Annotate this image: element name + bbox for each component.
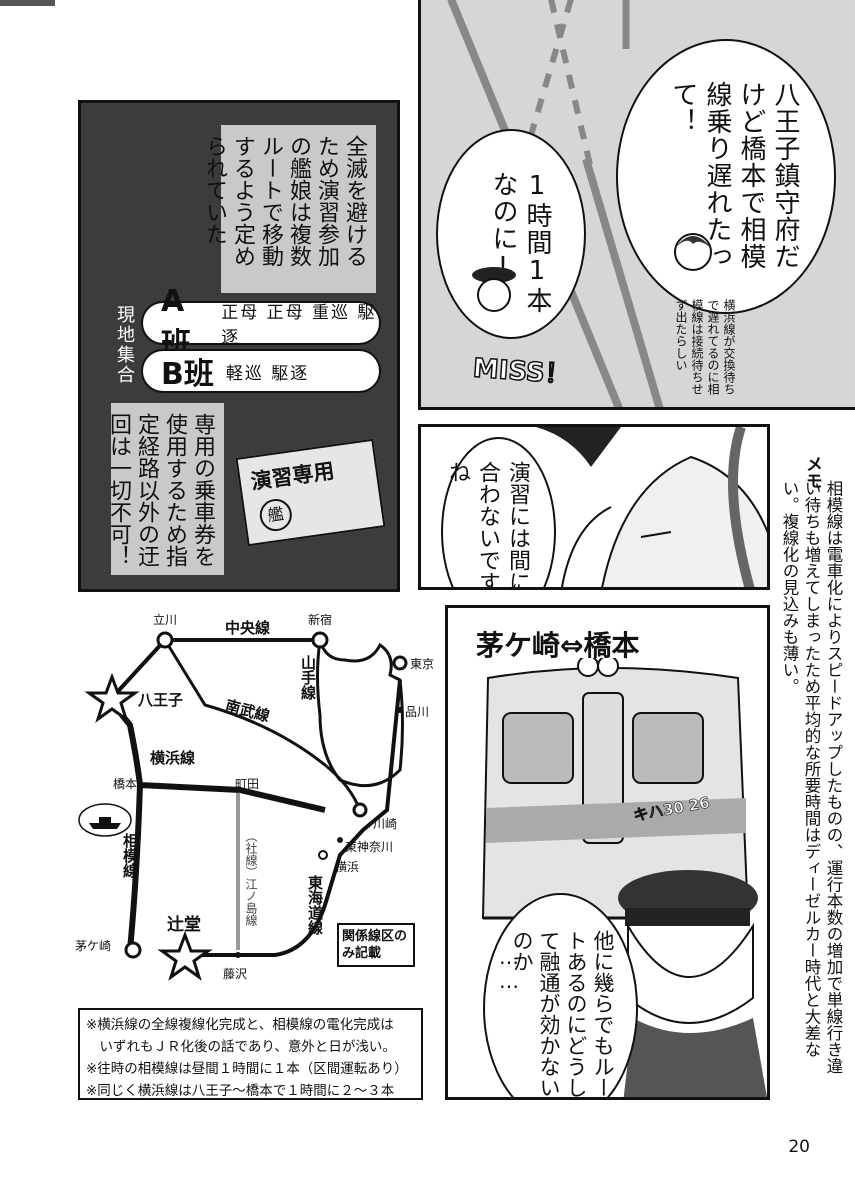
hachioji-star-icon bbox=[84, 672, 140, 723]
station-machida: 町田 bbox=[235, 777, 260, 791]
page-tab-mark bbox=[0, 0, 55, 6]
memo-text: 相模線は電車化によりスピードアップしたものの、運行本数の増加で単線行き違い待ちも… bbox=[780, 480, 843, 1074]
group-b-label: B班 bbox=[161, 357, 214, 392]
station-yokohama: 横浜 bbox=[335, 860, 360, 874]
station-kawasaki: 川崎 bbox=[373, 817, 398, 831]
station-hachioji: 八王子 bbox=[138, 691, 184, 709]
info-text-top: 全滅を避けるため演習参加の艦娘は複数ルートで移動するよう定められていた bbox=[202, 135, 367, 267]
line-label-enoshima: （社線）江ノ島線 bbox=[244, 830, 258, 926]
station-shinagawa: 品川 bbox=[405, 705, 430, 719]
bubble-late-text: 演習には間に合わないですね bbox=[445, 461, 530, 590]
sfx-miss: MISS！ bbox=[471, 353, 572, 391]
memo-heading: メモ bbox=[802, 455, 822, 489]
line-label-chuo: 中央線 bbox=[225, 619, 271, 637]
ellipsis: …… bbox=[497, 945, 521, 993]
warship-icon bbox=[89, 817, 121, 829]
info-panel: 全滅を避けるため演習参加の艦娘は複数ルートで移動するよう定められていた 現地集合… bbox=[78, 100, 400, 592]
station-fujisawa: 藤沢 bbox=[223, 967, 248, 981]
info-text-bottom: 専用の乗車券を使用するため指定経路以外の迂回は一切不可！ bbox=[106, 413, 215, 567]
speech-bubble-late: 演習には間に合わないですね bbox=[441, 437, 556, 590]
station-hashimoto: 橋本 bbox=[113, 777, 138, 791]
line-label-tokaido: 東海道線 bbox=[306, 875, 324, 935]
station-tsujido: 辻堂 bbox=[167, 915, 201, 935]
character-sketch bbox=[536, 427, 767, 587]
exercise-ticket: 演習専用 艦 bbox=[235, 438, 386, 547]
captain-character bbox=[618, 870, 767, 1097]
group-b-units: 軽巡 駆逐 bbox=[225, 363, 310, 384]
captain-face-icon bbox=[472, 267, 516, 312]
info-box-bottom: 専用の乗車券を使用するため指定経路以外の迂回は一切不可！ bbox=[106, 403, 224, 575]
panel-too-late: 演習には間に合わないですね bbox=[418, 424, 770, 590]
info-box-top: 全滅を避けるため演習参加の艦娘は複数ルートで移動するよう定められていた bbox=[202, 125, 376, 293]
speech-bubble-main: 八王子鎮守府だけど橋本で相模線乗り遅れたって！ bbox=[616, 39, 836, 314]
note-line: いずれもＪＲ化後の話であり、意外と日が浅い。 bbox=[86, 1039, 396, 1055]
station-tokyo: 東京 bbox=[410, 657, 435, 671]
ticket-stamp: 艦 bbox=[257, 496, 294, 534]
speech-bubble-complaint: 他に幾らでもルートあるのにどうして融通が効かないのか …… bbox=[483, 893, 638, 1098]
line-label-sagami: 相模線 bbox=[121, 833, 139, 878]
group-heading: 現地集合 bbox=[114, 305, 135, 385]
ticket-text: 演習専用 bbox=[249, 458, 336, 495]
page-number: 20 bbox=[788, 1137, 810, 1157]
panel-miss-connection: 八王子鎮守府だけど橋本で相模線乗り遅れたって！ 1時間1本なのに!? 横浜線が交… bbox=[418, 0, 855, 410]
station-chigasaki: 茅ケ崎 bbox=[75, 939, 112, 953]
station-tachikawa: 立川 bbox=[153, 613, 178, 627]
panel-train: 茅ケ崎⇔橋本 キハ30 26 他に幾らでもルートあるのにどうして融通が効かないの… bbox=[445, 605, 770, 1100]
route-map: 中央線 山手線 南武線 横浜線 相模線 東海道線 （社線）江ノ島線 立川 新宿 … bbox=[75, 605, 435, 995]
route-map-lines bbox=[78, 631, 408, 981]
bubble-complaint-text: 他に幾らでもルートあるのにどうして融通が効かないのか bbox=[510, 930, 615, 1098]
girl-face-icon bbox=[674, 233, 712, 271]
small-note-text: 横浜線が交換待ちで遅れてるのに相模線は接続待ちせず出たらしい bbox=[674, 299, 736, 395]
line-label-yamanote: 山手線 bbox=[299, 655, 317, 700]
bubble-main-text: 八王子鎮守府だけど橋本で相模線乗り遅れたって！ bbox=[668, 81, 800, 270]
station-higashikanagawa: 東神奈川 bbox=[345, 840, 394, 854]
station-shinjuku: 新宿 bbox=[308, 613, 333, 627]
tsujido-star-icon bbox=[157, 930, 213, 981]
group-a-pill: A班 正母 正母 重巡 駆逐 bbox=[141, 284, 381, 362]
notes-box: ※横浜線の全線複線化完成と、相模線の電化完成は いずれもＪＲ化後の話であり、意外… bbox=[78, 1008, 423, 1100]
line-label-yokohama: 横浜線 bbox=[150, 749, 196, 767]
note-line: ※横浜線の全線複線化完成と、相模線の電化完成は bbox=[86, 1017, 394, 1033]
group-b-pill: B班 軽巡 駆逐 bbox=[141, 349, 381, 393]
note-line: ※往時の相模線は昼間１時間に１本（区間運転あり） bbox=[86, 1061, 408, 1077]
group-a-units: 正母 正母 重巡 駆逐 bbox=[221, 303, 377, 348]
train-panel-title: 茅ケ崎⇔橋本 bbox=[476, 629, 640, 662]
speech-bubble-side: 1時間1本なのに!? bbox=[436, 129, 586, 339]
map-legend: 関係線区のみ記載 bbox=[337, 923, 415, 967]
note-line: ※同じく横浜線は八王子～橋本で１時間に２～３本 bbox=[86, 1083, 395, 1099]
